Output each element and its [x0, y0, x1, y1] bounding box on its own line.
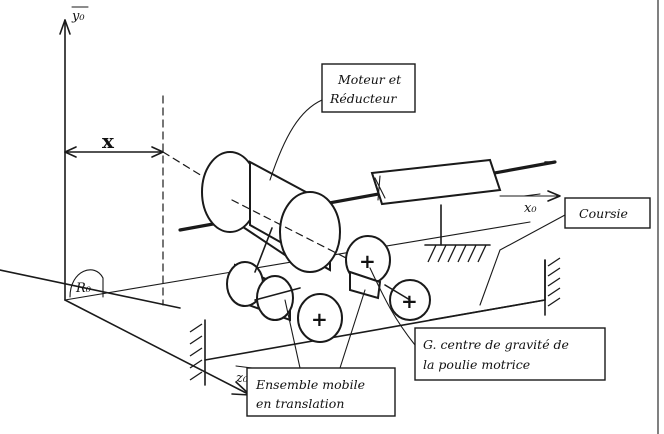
rail: [189, 257, 561, 386]
mobile-leader-line-2: [339, 289, 366, 369]
mobile-leader-line-1: [284, 299, 301, 369]
frame-label: R₀: [75, 281, 92, 296]
rail-leader-line: [479, 214, 566, 306]
wall-left-hatch: [189, 323, 203, 381]
pulley-right-link: [384, 284, 411, 301]
pulley-lower-center: +: [311, 307, 328, 331]
motor-label-line-2: Réducteur: [329, 91, 397, 106]
gearbox-body: [370, 158, 502, 206]
gravity-label-line-2: la poulie motrice: [423, 357, 530, 372]
z0-axis-line: [64, 299, 251, 396]
reference-axes: y₀ z₀ R₀: [0, 6, 531, 396]
motor-label-line-1: Moteur et: [337, 72, 402, 87]
gearbox-ground-hatch: [427, 244, 487, 263]
gravity-label-box: G. centre de gravité de la poulie motric…: [369, 267, 606, 381]
y0-arrow-icon: [59, 19, 71, 35]
position-label: x: [102, 129, 115, 153]
motor-cylinder: [201, 151, 351, 273]
rail-label: Coursie: [579, 206, 628, 221]
rail-label-frame: [564, 197, 651, 229]
mobile-label-box: Ensemble mobile en translation: [246, 289, 396, 417]
mobile-label-line-2: en translation: [256, 396, 344, 411]
mobile-label-frame: [246, 367, 396, 417]
z0-axis-label: z₀: [235, 371, 249, 386]
frame-bracket: [69, 269, 104, 298]
gearbox-cross: [374, 175, 386, 201]
pulley-right-center: +: [401, 289, 418, 313]
rail-segment: [429, 299, 546, 321]
gravity-leader-line: [369, 267, 416, 346]
motor-label-frame: [321, 63, 416, 113]
x0-vector-bar: [523, 193, 541, 197]
rail-label-box: Coursie: [479, 197, 651, 306]
wall-right-hatch: [547, 257, 561, 307]
ground-line-left: [0, 269, 181, 309]
mobile-label-line-1: Ensemble mobile: [255, 377, 365, 392]
x0-arrow-icon: [547, 190, 561, 202]
motor-label-box: Moteur et Réducteur: [269, 63, 416, 181]
motor-axis-dash: [231, 199, 351, 261]
pulley-lower: [297, 293, 343, 343]
y0-axis-label: y₀: [71, 9, 85, 24]
carriage-roller-front: [256, 275, 294, 321]
gearbox-edge: [371, 172, 383, 205]
mobile-assembly: + + +: [226, 227, 431, 343]
gravity-label-line-1: G. centre de gravité de: [423, 337, 569, 352]
dimension-arrow-left-icon: [64, 146, 77, 158]
gravity-label-frame: [414, 327, 606, 381]
pulley-drive-center: +: [359, 249, 376, 273]
motor-leader-line: [269, 99, 323, 181]
pulley-drive-bracket: [349, 270, 382, 300]
carriage-link: [254, 287, 301, 301]
motor-front-face: [279, 191, 341, 273]
gearbox: [370, 158, 502, 263]
carriage-arm: [254, 227, 273, 273]
x0-axis-label: x₀: [524, 201, 537, 216]
